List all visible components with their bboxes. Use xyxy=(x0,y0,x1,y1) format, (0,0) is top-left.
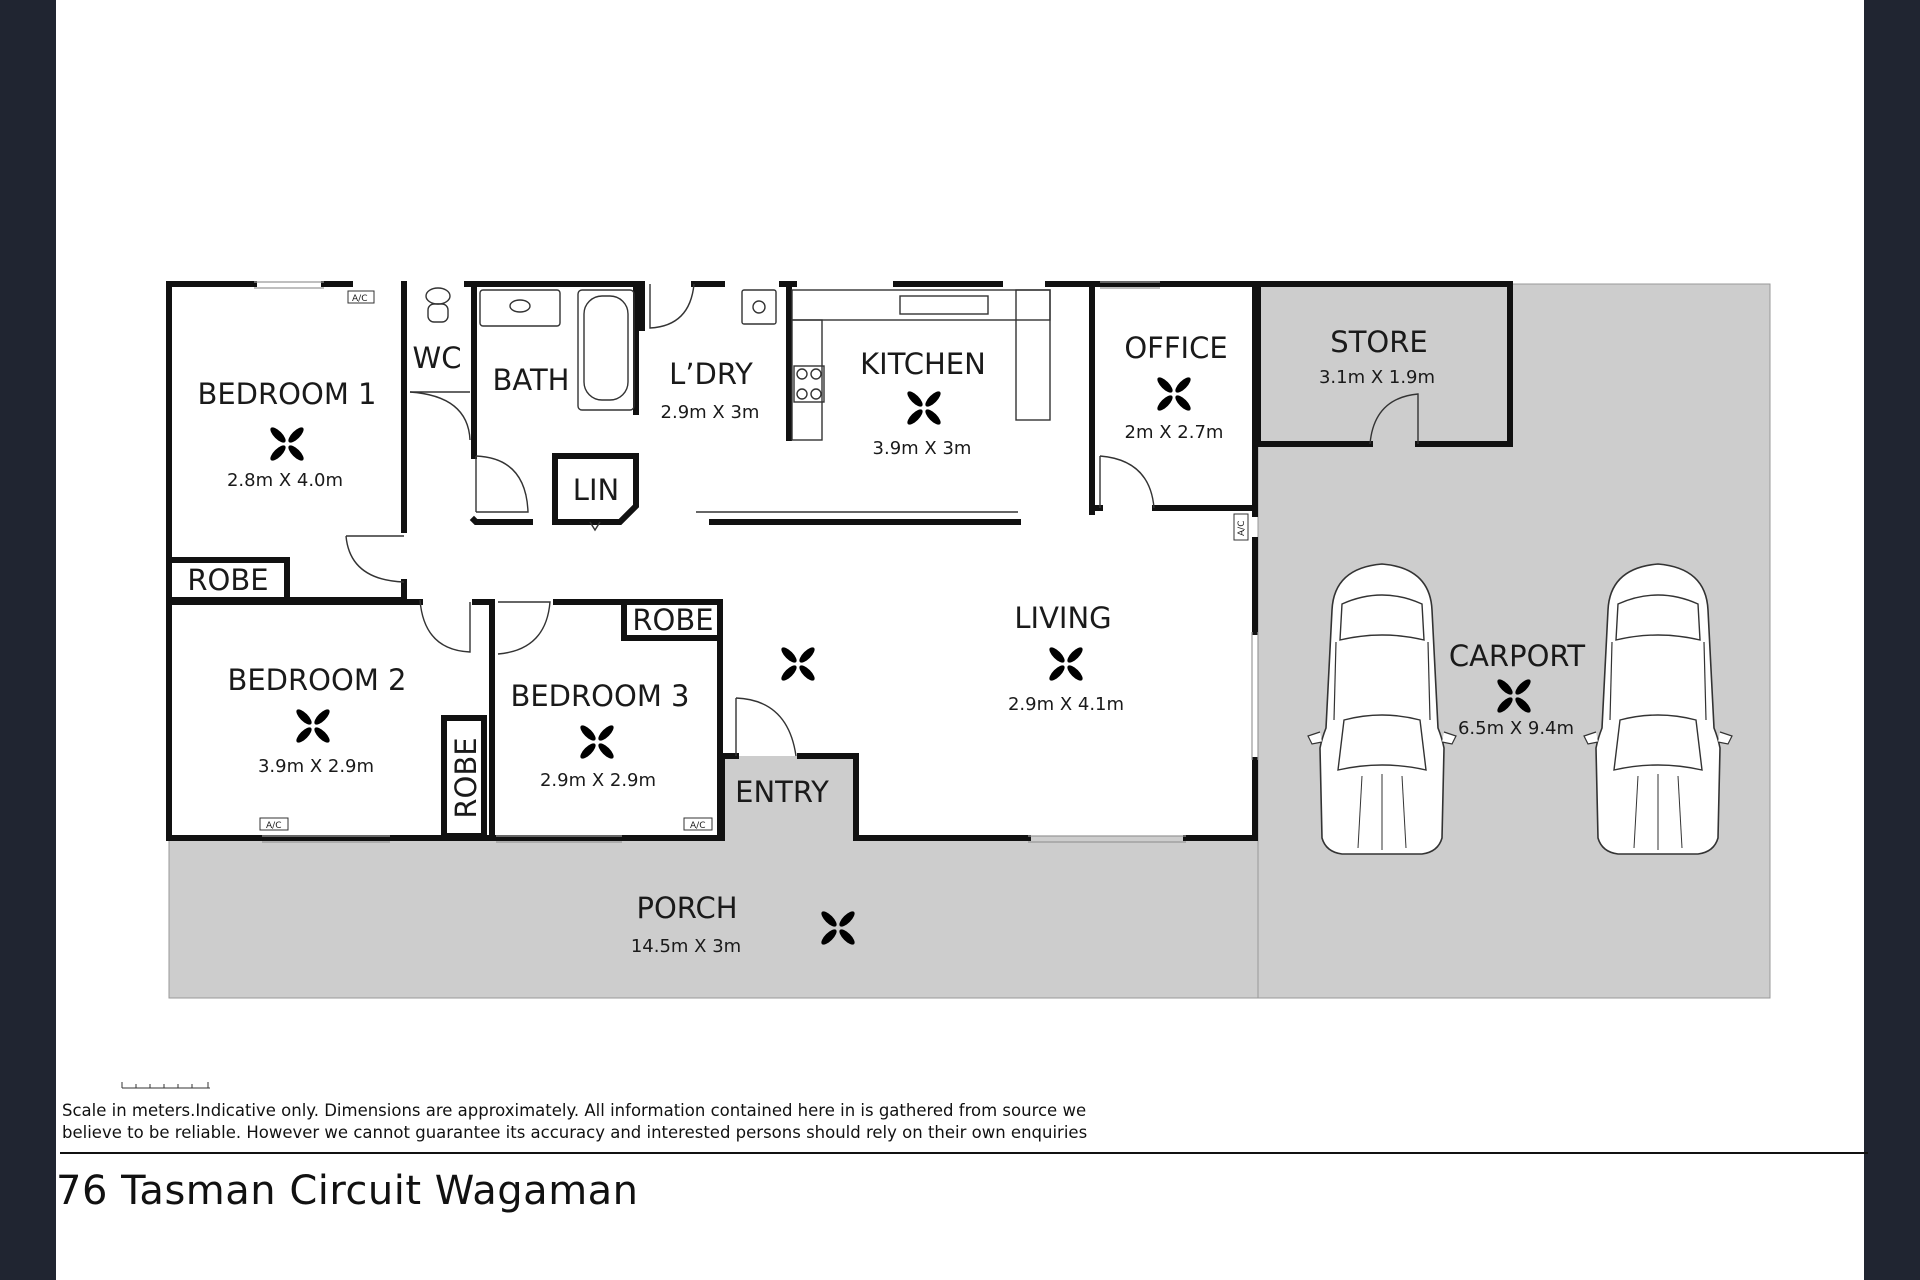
bedroom2-dimensions: 3.9m X 2.9m xyxy=(258,756,374,777)
ceiling-fan-icon xyxy=(1047,645,1085,683)
bedroom1-label: BEDROOM 1 xyxy=(197,377,376,411)
wc-label: WC xyxy=(413,341,462,375)
kitchen-dimensions: 3.9m X 3m xyxy=(873,438,972,459)
laundry-dimensions: 2.9m X 3m xyxy=(661,402,760,423)
property-address: 76 Tasman Circuit Wagaman xyxy=(56,1168,639,1214)
air-conditioner-icon: A/C xyxy=(683,817,713,831)
air-conditioner-icon: A/C xyxy=(1233,513,1249,541)
ceiling-fan-icon xyxy=(578,723,616,761)
ac-label: A/C xyxy=(1237,521,1247,536)
living-dimensions: 2.9m X 4.1m xyxy=(1008,694,1124,715)
bath-label: BATH xyxy=(492,363,569,397)
robe2-label: ROBE xyxy=(449,737,483,818)
ac-label: A/C xyxy=(690,821,705,831)
living-label: LIVING xyxy=(1014,601,1111,635)
linen-label: LIN xyxy=(573,473,619,507)
bedroom3-label: BEDROOM 3 xyxy=(510,679,689,713)
bedroom1-dimensions: 2.8m X 4.0m xyxy=(227,470,343,491)
fixtures xyxy=(425,287,1051,513)
robe1-label: ROBE xyxy=(187,563,268,597)
floor-plan-sheet: A/C A/C A/C A/C BEDROOM 1 2.8m X 4.0m WC… xyxy=(56,0,1864,1280)
store-dimensions: 3.1m X 1.9m xyxy=(1319,367,1435,388)
ceiling-fan-icon xyxy=(905,389,943,427)
interior-walls xyxy=(166,281,1258,841)
kitchen-label: KITCHEN xyxy=(860,347,986,381)
bedroom2-label: BEDROOM 2 xyxy=(227,663,406,697)
air-conditioner-icon: A/C xyxy=(259,817,289,831)
laundry-label: L’DRY xyxy=(669,357,753,391)
air-conditioner-icon: A/C xyxy=(347,290,375,304)
ceiling-fan-icon xyxy=(294,707,332,745)
porch-area xyxy=(168,835,1259,999)
office-label: OFFICE xyxy=(1124,331,1227,365)
floor-plan: A/C A/C A/C A/C BEDROOM 1 2.8m X 4.0m WC… xyxy=(121,281,1771,1089)
ceiling-fan-icon xyxy=(1155,375,1193,413)
ceiling-fan-icon xyxy=(268,425,306,463)
robe3-label: ROBE xyxy=(632,603,713,637)
scale-bar-icon xyxy=(121,1082,210,1089)
entry-area xyxy=(722,756,856,838)
bedroom3-dimensions: 2.9m X 2.9m xyxy=(540,770,656,791)
windows xyxy=(254,281,1259,843)
disclaimer-line-1: Scale in meters.Indicative only. Dimensi… xyxy=(62,1101,1087,1120)
ac-label: A/C xyxy=(266,821,281,831)
porch-dimensions: 14.5m X 3m xyxy=(631,936,741,957)
entry-label: ENTRY xyxy=(735,775,829,809)
store-label: STORE xyxy=(1330,325,1427,359)
carport-label: CARPORT xyxy=(1449,639,1586,673)
door-swings xyxy=(345,283,1419,757)
porch-label: PORCH xyxy=(636,891,737,925)
divider xyxy=(60,1152,1868,1154)
ac-label: A/C xyxy=(352,294,367,304)
disclaimer-line-2: believe to be reliable. However we canno… xyxy=(62,1123,1088,1142)
ceiling-fan-icon xyxy=(779,645,817,683)
office-dimensions: 2m X 2.7m xyxy=(1125,422,1224,443)
carport-dimensions: 6.5m X 9.4m xyxy=(1458,718,1574,739)
disclaimer: Scale in meters.Indicative only. Dimensi… xyxy=(62,1100,1262,1144)
